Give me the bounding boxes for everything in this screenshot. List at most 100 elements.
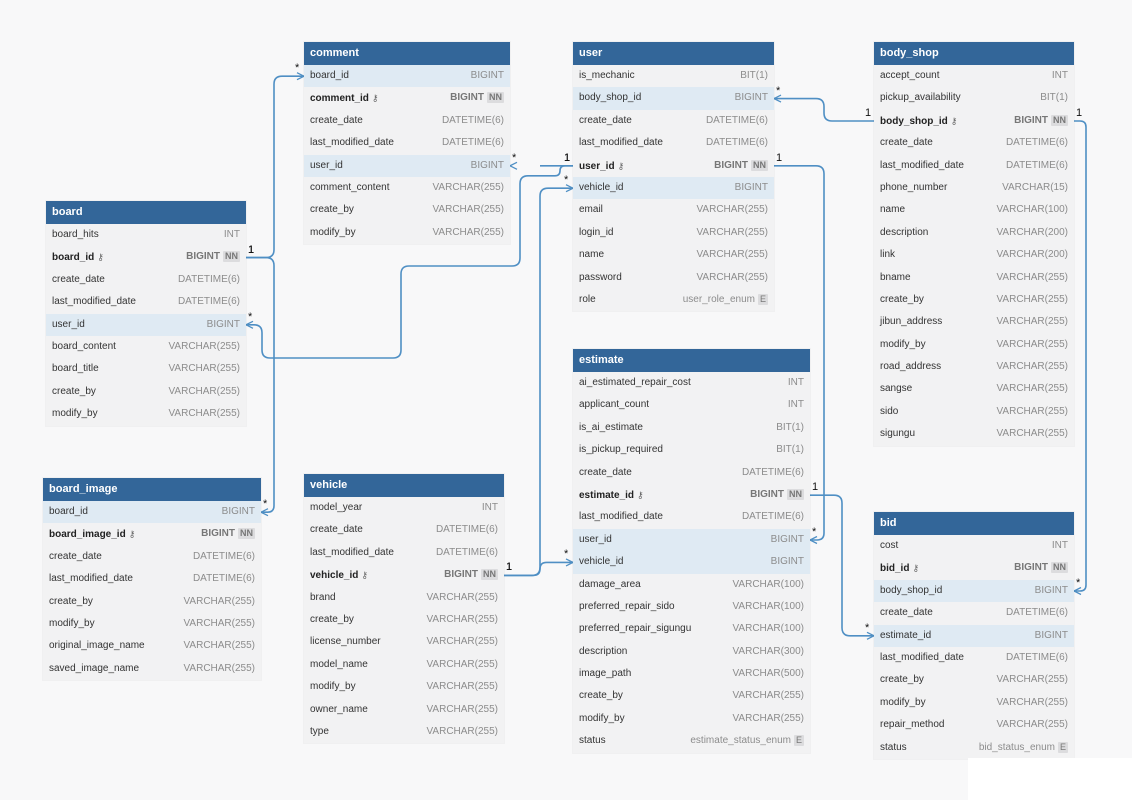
- relation-line[interactable]: [504, 187, 573, 577]
- relation-line[interactable]: [810, 494, 874, 637]
- relation-line[interactable]: [504, 561, 573, 577]
- relation-line[interactable]: [1074, 120, 1087, 592]
- relation-line[interactable]: [246, 256, 275, 513]
- table-header[interactable]: vehicle: [304, 474, 504, 497]
- relation-line[interactable]: [774, 97, 874, 122]
- table-header[interactable]: bid: [874, 512, 1074, 535]
- table-header[interactable]: body_shop: [874, 42, 1074, 65]
- table-header[interactable]: estimate: [573, 349, 810, 372]
- table-header[interactable]: board: [46, 201, 246, 224]
- table-header[interactable]: board_image: [43, 478, 261, 501]
